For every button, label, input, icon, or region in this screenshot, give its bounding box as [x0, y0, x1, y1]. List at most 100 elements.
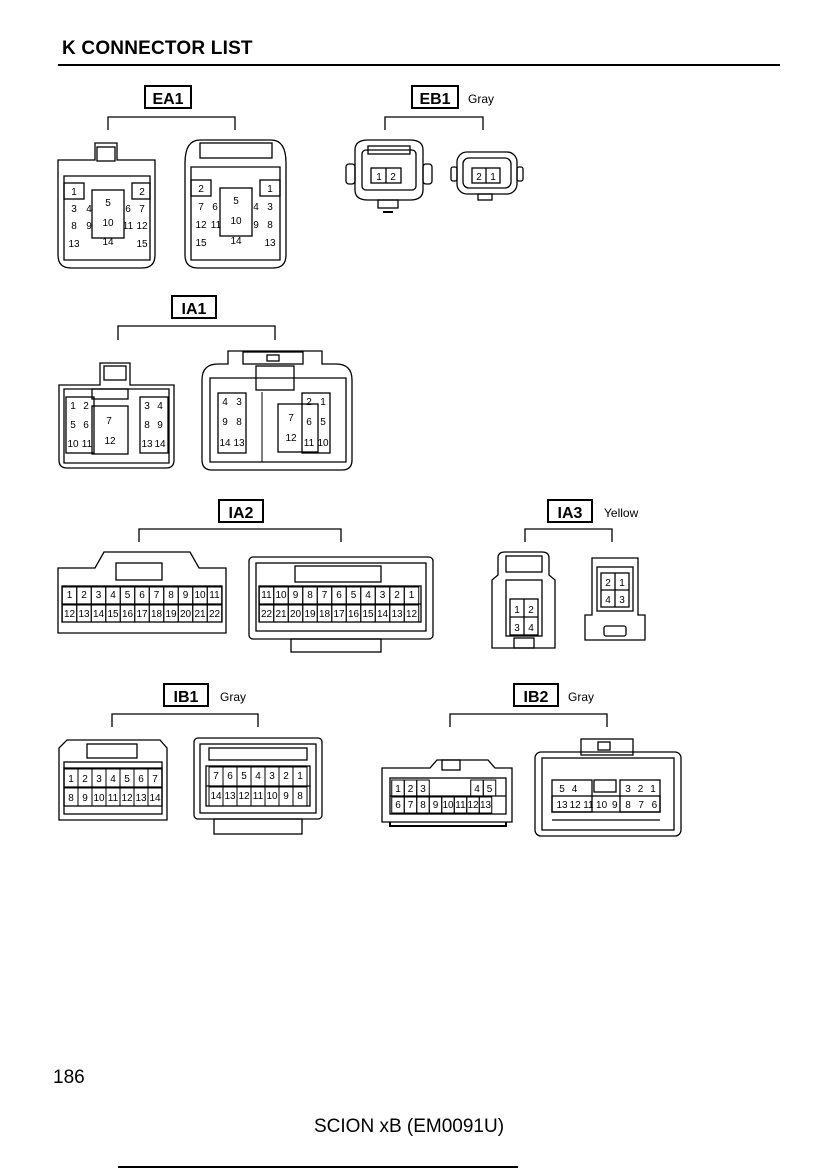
pin: 20	[180, 609, 192, 620]
pin: 1	[490, 172, 496, 183]
bracket-ib1	[111, 713, 259, 727]
label-box-ib2	[513, 683, 559, 707]
pin: 1	[619, 578, 625, 589]
pin: 13	[480, 800, 492, 811]
pin: 9	[86, 221, 92, 232]
pin: 4	[110, 774, 116, 785]
pin: 9	[253, 220, 259, 231]
pin: 3	[420, 784, 426, 795]
connector-eb1-right	[450, 151, 524, 201]
pin: 2	[390, 172, 396, 183]
pin: 12	[104, 436, 116, 447]
bracket-ib2	[449, 713, 608, 727]
pin: 2	[139, 187, 145, 198]
pin: 2	[476, 172, 482, 183]
connector-color-ia3: Yellow	[604, 506, 639, 520]
pin: 3	[144, 401, 150, 412]
pin: 20	[290, 609, 302, 620]
pin-cell	[403, 604, 420, 623]
pin: 6	[139, 590, 145, 601]
pin: 14	[154, 439, 166, 450]
pin: 1	[409, 590, 415, 601]
pin: 8	[420, 800, 426, 811]
pin: 4	[253, 202, 259, 213]
pin: 2	[198, 184, 204, 195]
pin: 1	[376, 172, 382, 183]
label-box-ea1	[144, 85, 192, 109]
pin: 3	[96, 590, 102, 601]
pin: 7	[106, 416, 112, 427]
pin: 3	[619, 595, 625, 606]
pin: 2	[283, 771, 289, 782]
pin: 14	[149, 793, 161, 804]
pin: 5	[125, 590, 131, 601]
connector-color-eb1: Gray	[468, 92, 494, 106]
connector-code-ea1: EA1	[152, 91, 183, 108]
pin: 6	[395, 800, 401, 811]
pin: 7	[408, 800, 414, 811]
pin: 7	[288, 413, 294, 424]
pin: 10	[317, 438, 329, 449]
pin: 1	[297, 771, 303, 782]
connector-color-ib1: Gray	[220, 690, 246, 704]
pin-cell	[292, 766, 308, 787]
pin: 5	[241, 771, 247, 782]
connector-code-ia3: IA3	[558, 505, 583, 522]
page-title: K CONNECTOR LIST	[62, 38, 253, 59]
pin: 8	[236, 417, 242, 428]
pin: 1	[70, 401, 76, 412]
pin: 8	[307, 590, 313, 601]
pin: 10	[67, 439, 79, 450]
pin: 2	[394, 590, 400, 601]
pin: 8	[144, 420, 150, 431]
pin: 10	[442, 800, 454, 811]
pin: 2	[83, 401, 89, 412]
pin: 15	[362, 609, 374, 620]
pin: 6	[212, 202, 218, 213]
pin: 7	[139, 204, 145, 215]
pin: 7	[198, 202, 204, 213]
pin: 9	[612, 800, 618, 811]
pin: 9	[283, 791, 289, 802]
pin: 22	[261, 609, 273, 620]
pin: 12	[136, 221, 148, 232]
pin: 10	[266, 791, 278, 802]
pin: 5	[351, 590, 357, 601]
connector-ia3-right	[584, 557, 646, 641]
pin: 1	[67, 590, 73, 601]
pin: 11	[253, 791, 264, 802]
pin-cell	[292, 786, 308, 807]
connector-ia3-left	[491, 551, 556, 649]
pin: 6	[83, 420, 89, 431]
pin: 2	[81, 590, 87, 601]
pin: 3	[236, 397, 242, 408]
pin: 15	[195, 238, 207, 249]
pin: 14	[93, 609, 105, 620]
label-box-ia1	[171, 295, 217, 319]
pin: 5	[487, 784, 493, 795]
pin: 13	[78, 609, 90, 620]
pin: 14	[210, 791, 222, 802]
pin: 19	[165, 609, 177, 620]
pin: 13	[68, 239, 80, 250]
pin: 7	[213, 771, 219, 782]
pin: 6	[138, 774, 144, 785]
bracket-ia2	[138, 528, 342, 542]
pin: 4	[157, 401, 163, 412]
connector-eb1-left	[345, 139, 433, 213]
pin: 1	[320, 397, 326, 408]
pin: 10	[102, 218, 114, 229]
connector-ia1-right	[201, 350, 353, 471]
pin: 3	[380, 590, 386, 601]
pin: 11	[583, 800, 594, 811]
title-divider	[58, 64, 780, 66]
pin: 10	[93, 793, 105, 804]
pin: 9	[183, 590, 189, 601]
pin: 2	[638, 784, 644, 795]
pin: 3	[96, 774, 102, 785]
connector-eb1: EB1 Gray	[345, 85, 524, 213]
pin: 11	[82, 439, 93, 450]
connector-ia3: IA3 Yellow	[491, 499, 646, 649]
pin: 8	[625, 800, 631, 811]
pin: 1	[68, 774, 74, 785]
